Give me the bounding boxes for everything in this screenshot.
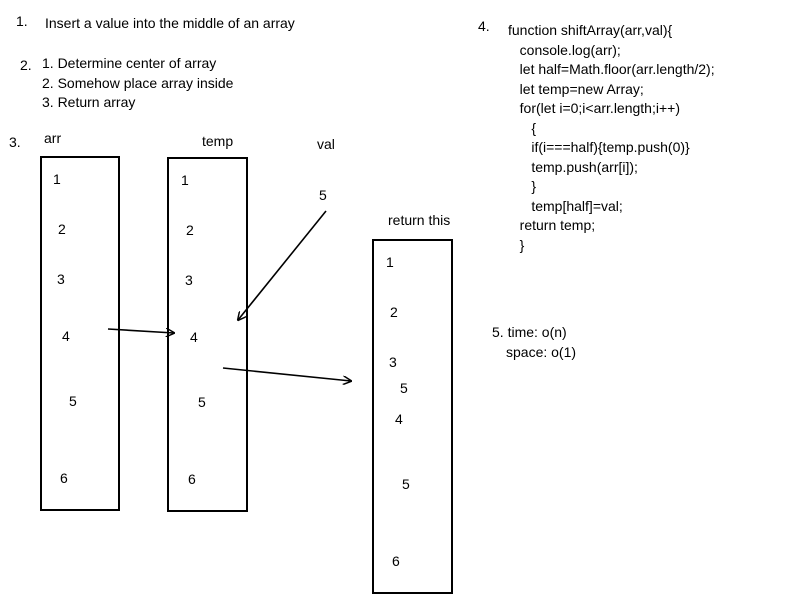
code-block: function shiftArray(arr,val){ console.lo… (508, 21, 715, 255)
code-line-3: let half=Math.floor(arr.length/2); (508, 61, 715, 77)
code-line-9: } (508, 178, 537, 194)
code-line-7: if(i===half){temp.push(0)} (508, 139, 690, 155)
result-value-5: 5 (402, 476, 410, 492)
result-value-2: 2 (390, 304, 398, 320)
step-2-number: 2. (20, 57, 32, 73)
temp-value-4: 4 (190, 329, 198, 345)
code-line-8: temp.push(arr[i]); (508, 158, 638, 175)
space-complexity: space: o(1) (506, 344, 577, 360)
result-value-1: 1 (386, 254, 394, 270)
arrow-arr-to-temp (107, 329, 174, 333)
result-value-6: 6 (392, 553, 400, 569)
temp-value-6: 6 (188, 471, 196, 487)
arr-box (40, 156, 120, 511)
code-line-5: for(let i=0;i<arr.length;i++) (508, 100, 680, 116)
temp-value-1: 1 (181, 172, 189, 188)
code-line-12: } (508, 236, 525, 253)
arrow-val-to-temp (238, 210, 327, 320)
code-line-10: temp[half]=val; (508, 197, 623, 214)
step-2-item-3: 3. Return array (42, 94, 136, 110)
temp-value-3: 3 (185, 272, 193, 288)
result-value-inserted: 5 (400, 380, 408, 396)
code-line-4: let temp=new Array; (508, 80, 644, 97)
arr-value-6: 6 (60, 470, 68, 486)
arr-value-3: 3 (57, 271, 65, 287)
temp-value-5: 5 (198, 394, 206, 410)
result-value-3: 3 (389, 354, 397, 370)
temp-label: temp (202, 133, 234, 149)
arr-value-5: 5 (69, 393, 77, 409)
step-2-item-1: 1. Determine center of array (42, 55, 217, 71)
arr-label: arr (44, 130, 62, 146)
code-line-1: function shiftArray(arr,val){ (508, 22, 673, 38)
val-value: 5 (319, 187, 327, 203)
arr-value-2: 2 (58, 221, 66, 237)
result-box (372, 239, 453, 594)
result-value-4: 4 (395, 411, 403, 427)
val-label: val (317, 136, 335, 152)
time-complexity: 5. time: o(n) (492, 324, 567, 340)
code-line-11: return temp; (508, 217, 596, 233)
step-1-number: 1. (16, 13, 28, 29)
temp-value-2: 2 (186, 222, 194, 238)
step-1-text: Insert a value into the middle of an arr… (45, 15, 295, 31)
step-4-number: 4. (478, 18, 490, 34)
arr-value-4: 4 (62, 328, 70, 344)
arrow-temp-to-result (222, 367, 351, 381)
step-3-number: 3. (9, 134, 21, 150)
result-label: return this (388, 212, 451, 228)
arr-value-1: 1 (53, 171, 61, 187)
step-2-item-2: 2. Somehow place array inside (42, 75, 234, 91)
code-line-2: console.log(arr); (508, 41, 621, 58)
code-line-6: { (508, 119, 537, 136)
